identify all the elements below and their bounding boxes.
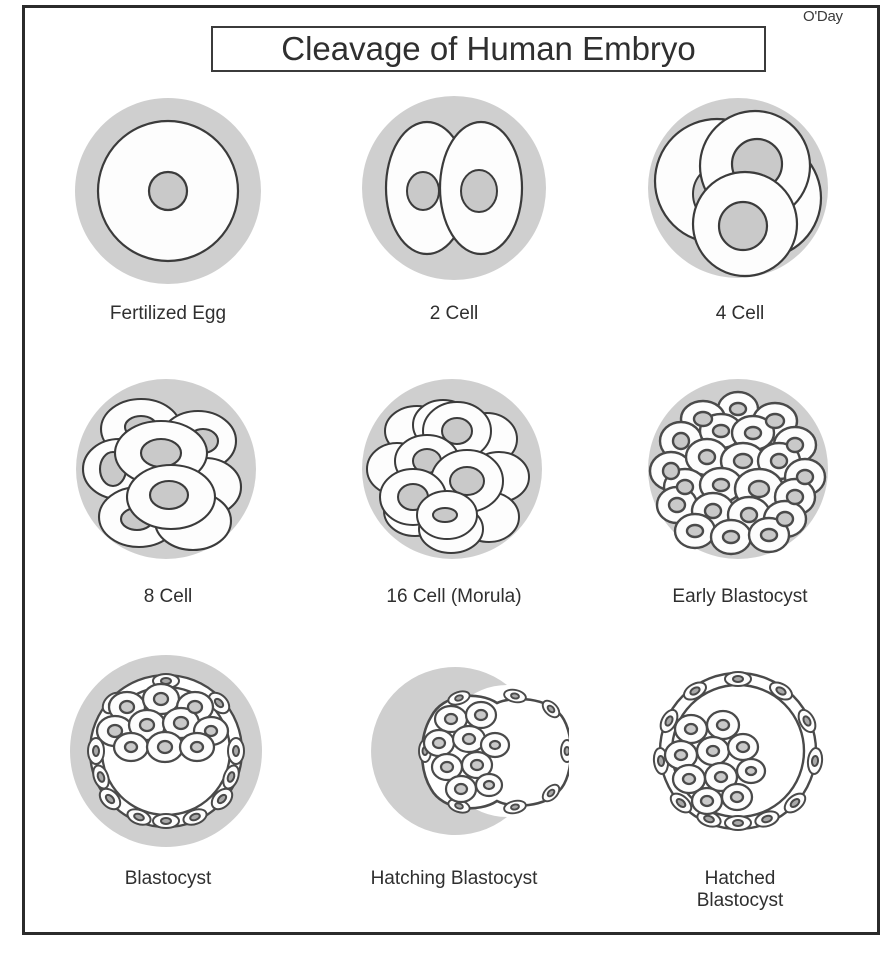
eight-cell-illustration — [25, 369, 311, 584]
stage-hatching-blastocyst: Hatching Blastocyst — [311, 651, 597, 934]
fertilized-egg-illustration — [25, 86, 311, 301]
inner-cell-mass — [663, 710, 767, 816]
two-cell-illustration — [311, 86, 597, 301]
nucleus-icon — [717, 200, 769, 252]
stage-2-cell: 2 Cell — [311, 86, 597, 369]
figure-frame: O'Day Cleavage of Human Embryo Fertilize… — [22, 5, 880, 935]
stage-blastocyst: Blastocyst — [25, 651, 311, 934]
stage-label: 2 Cell — [429, 303, 479, 324]
stage-hatched-blastocyst: Hatched Blastocyst — [597, 651, 883, 934]
stage-label: Early Blastocyst — [672, 585, 808, 607]
stage-label: Hatched Blastocyst — [696, 868, 784, 911]
inner-cell-mass — [95, 683, 230, 764]
morula-illustration — [311, 369, 597, 584]
stage-label: Hatching Blastocyst — [370, 868, 538, 890]
stage-label: 4 Cell — [715, 303, 765, 324]
hatching-blastocyst-illustration — [311, 651, 597, 866]
trophoblast-cells — [418, 689, 569, 815]
stage-label: Fertilized Egg — [109, 303, 227, 324]
stage-16-cell-morula: 16 Cell (Morula) — [311, 369, 597, 652]
nucleus-icon — [406, 171, 440, 211]
author-credit: O'Day — [803, 8, 843, 25]
trophoblast-cells — [652, 671, 824, 832]
stage-8-cell: 8 Cell — [25, 369, 311, 652]
stages-grid: Fertilized Egg 2 Cell — [25, 86, 883, 934]
page-title: Cleavage of Human Embryo — [281, 30, 696, 67]
four-cell-illustration — [597, 86, 883, 301]
blastomere-group — [366, 398, 530, 554]
blastocyst-illustration — [25, 651, 311, 866]
hatched-blastocyst-illustration — [597, 651, 883, 866]
nucleus-icon — [460, 169, 498, 213]
blastomere-group — [648, 390, 827, 555]
stage-early-blastocyst: Early Blastocyst — [597, 369, 883, 652]
stage-4-cell: 4 Cell — [597, 86, 883, 369]
early-blastocyst-illustration — [597, 369, 883, 584]
stage-label: 8 Cell — [143, 585, 193, 607]
stage-label: Blastocyst — [124, 868, 212, 890]
stage-label: 16 Cell (Morula) — [386, 585, 522, 607]
figure-title-box: Cleavage of Human Embryo — [211, 26, 766, 72]
nucleus-icon — [147, 170, 189, 212]
blastomere-group — [81, 397, 243, 551]
inner-cell-mass — [422, 701, 511, 804]
stage-fertilized-egg: Fertilized Egg — [25, 86, 311, 369]
